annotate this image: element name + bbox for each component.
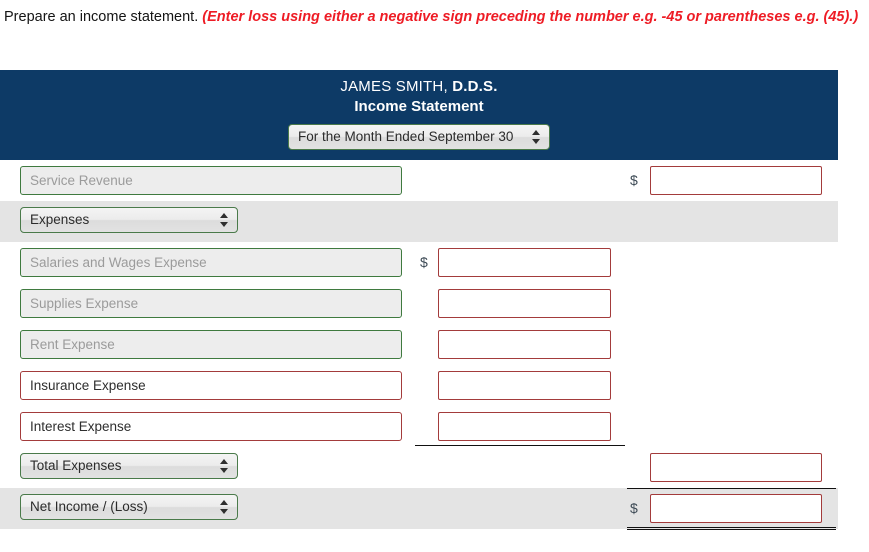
line-item-label-input[interactable]: Supplies Expense — [20, 289, 402, 318]
table-row: Rent Expense — [0, 324, 838, 365]
table-row: Supplies Expense — [0, 283, 838, 324]
statement-title: Income Statement — [354, 98, 484, 115]
line-item-label-input[interactable]: Service Revenue — [20, 166, 402, 195]
period-select[interactable]: For the Month Ended September 30 — [288, 124, 550, 150]
currency-symbol: $ — [630, 500, 638, 516]
amount-input-inner[interactable] — [438, 371, 611, 400]
line-item-select-value: Total Expenses — [30, 458, 122, 473]
line-item-select-wrapper: Net Income / (Loss) — [20, 494, 238, 520]
table-row: Total Expenses — [0, 447, 838, 488]
period-select-value: For the Month Ended September 30 — [298, 129, 514, 144]
spinner-arrows-icon — [220, 458, 229, 474]
amount-input-outer[interactable] — [650, 453, 822, 482]
table-row: Service Revenue $ — [0, 160, 838, 201]
line-item-label-input[interactable]: Interest Expense — [20, 412, 402, 441]
instruction-hint: (Enter loss using either a negative sign… — [202, 9, 859, 25]
grand-total-double-rule — [627, 527, 836, 530]
line-item-select-value: Expenses — [30, 212, 90, 227]
total-rule — [627, 488, 836, 489]
spinner-arrows-icon — [532, 129, 541, 145]
line-item-select-net-income[interactable]: Net Income / (Loss) — [20, 494, 238, 520]
table-row: Insurance Expense — [0, 365, 838, 406]
table-row: Interest Expense — [0, 406, 838, 447]
line-item-label-input[interactable]: Insurance Expense — [20, 371, 402, 400]
statement-header: JAMES SMITH, D.D.S. Income Statement For… — [0, 70, 838, 160]
instruction-text: Prepare an income statement. (Enter loss… — [0, 0, 869, 28]
amount-input-outer[interactable] — [650, 494, 822, 523]
instruction-main: Prepare an income statement. — [4, 9, 199, 25]
currency-symbol: $ — [420, 254, 428, 270]
amount-input-inner[interactable] — [438, 412, 611, 441]
company-name-text: JAMES SMITH, — [340, 78, 448, 95]
income-statement-form: JAMES SMITH, D.D.S. Income Statement For… — [0, 70, 869, 530]
line-item-select-expenses[interactable]: Expenses — [20, 207, 238, 233]
amount-input-inner[interactable] — [438, 330, 611, 359]
spinner-arrows-icon — [220, 212, 229, 228]
subtotal-rule — [415, 445, 625, 446]
line-item-select-wrapper: Expenses — [20, 207, 238, 233]
table-row: Net Income / (Loss) $ — [0, 488, 838, 530]
period-select-wrapper: For the Month Ended September 30 — [0, 124, 838, 150]
spinner-arrows-icon — [220, 499, 229, 515]
line-item-label-input[interactable]: Rent Expense — [20, 330, 402, 359]
line-item-select-wrapper: Total Expenses — [20, 453, 238, 479]
company-name-suffix: D.D.S. — [452, 78, 498, 95]
company-name: JAMES SMITH, D.D.S. — [0, 77, 838, 96]
line-item-label-input[interactable]: Salaries and Wages Expense — [20, 248, 402, 277]
line-item-select-total-expenses[interactable]: Total Expenses — [20, 453, 238, 479]
amount-input-inner[interactable] — [438, 289, 611, 318]
amount-input-inner[interactable] — [438, 248, 611, 277]
table-row: Expenses — [0, 201, 838, 242]
line-item-select-value: Net Income / (Loss) — [30, 499, 148, 514]
amount-input-outer[interactable] — [650, 166, 822, 195]
table-row: Salaries and Wages Expense $ — [0, 242, 838, 283]
currency-symbol: $ — [630, 172, 638, 188]
